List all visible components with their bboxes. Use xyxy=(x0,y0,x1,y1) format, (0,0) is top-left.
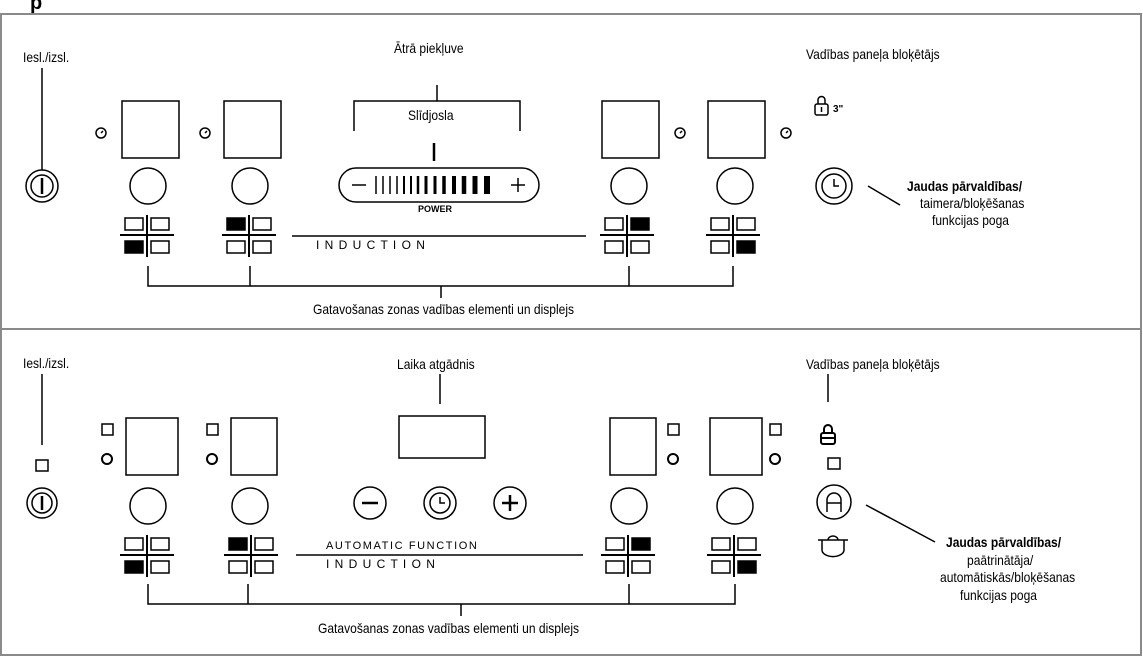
heat-leader-2 xyxy=(865,504,936,543)
clock-button-icon xyxy=(423,486,457,520)
timer-icon xyxy=(95,127,107,139)
slider-ticks xyxy=(352,176,525,194)
top-on-off-label: Iesl./izsl. xyxy=(23,49,70,65)
zone-2-display-b xyxy=(206,417,278,476)
top-heat-line3: funkcijas poga xyxy=(932,212,1009,228)
quick-access-label: Ātrā piekļuve xyxy=(394,40,464,56)
bottom-heat-line3: automātiskās/bloķēšanas xyxy=(940,569,1076,585)
zone-1-display xyxy=(95,100,180,159)
zone-grid-2-icon-b xyxy=(224,535,278,577)
zone-3-display-b xyxy=(609,417,680,476)
automatic-function-label: AUTOMATIC FUNCTION xyxy=(326,540,479,552)
zone-1-button xyxy=(129,167,167,205)
top-induction-label: I N D U C T I O N xyxy=(316,238,426,252)
zone-4-button xyxy=(716,167,754,205)
zone-grid-3-icon-b xyxy=(601,535,655,577)
zone-3-button-b xyxy=(610,487,648,525)
power-button-icon-2 xyxy=(26,487,58,519)
power-button-icon xyxy=(25,169,59,203)
zone-2-button xyxy=(231,167,269,205)
lock-indicator xyxy=(827,457,841,470)
zones-bracket-2 xyxy=(147,584,736,616)
top-lock-label: Vadības paneļa bloķētājs xyxy=(806,46,940,62)
slider-bar xyxy=(338,167,540,203)
reminder-label: Laika atgādnis xyxy=(397,356,475,372)
header-title: p xyxy=(30,0,43,14)
zone-grid-1-icon xyxy=(120,215,174,257)
bottom-heat-line2: paātrinātāja/ xyxy=(967,552,1034,568)
top-panel xyxy=(25,68,901,298)
boost-auto-button-icon xyxy=(816,484,852,520)
zone-grid-4-icon-b xyxy=(707,535,761,577)
zone-1-button-b xyxy=(129,487,167,525)
zone-2-display xyxy=(199,100,282,159)
reminder-display xyxy=(398,415,486,459)
bottom-induction-label: I N D U C T I O N xyxy=(326,557,436,571)
bottom-lock-label: Vadības paneļa bloķētājs xyxy=(806,356,940,372)
heat-timer-button-icon xyxy=(815,167,853,205)
zone-1-display-b xyxy=(101,417,179,476)
zone-4-button-b xyxy=(716,487,754,525)
lock-icon-2 xyxy=(820,424,836,445)
timer-icon xyxy=(667,453,679,465)
zone-3-button xyxy=(610,167,648,205)
power-label: POWER xyxy=(418,204,453,214)
zone-4-display-b xyxy=(709,417,782,476)
timer-icon xyxy=(199,127,211,139)
bottom-heat-title: Jaudas pārvaldības/ xyxy=(946,534,1062,550)
bottom-heat-line4: funkcijas poga xyxy=(960,587,1037,603)
timer-icon xyxy=(769,453,781,465)
zone-grid-4-icon xyxy=(706,215,760,257)
bottom-on-off-label: Iesl./izsl. xyxy=(23,355,70,371)
top-heat-title: Jaudas pārvaldības/ xyxy=(907,178,1023,194)
pot-icon xyxy=(818,535,848,558)
minus-button-icon xyxy=(353,486,387,520)
on-off-indicator xyxy=(35,459,49,472)
bottom-panel xyxy=(26,374,936,616)
top-heat-line2: taimera/bloķēšanas xyxy=(920,195,1025,211)
timer-icon xyxy=(206,453,218,465)
zone-grid-1-icon-b xyxy=(120,535,174,577)
zone-grid-2-icon xyxy=(222,215,276,257)
lock-time-label: 3" xyxy=(833,104,844,115)
lock-icon xyxy=(814,95,829,116)
top-zones-caption: Gatavošanas zonas vadības elementi un di… xyxy=(313,301,575,317)
zone-2-button-b xyxy=(231,487,269,525)
zone-3-display xyxy=(601,100,686,159)
slider-label: Slīdjosla xyxy=(408,107,454,123)
heat-leader xyxy=(867,185,901,206)
diagram-frame xyxy=(0,13,1142,656)
zone-4-display xyxy=(707,100,792,159)
bottom-zones-caption: Gatavošanas zonas vadības elementi un di… xyxy=(318,620,580,636)
zones-bracket xyxy=(147,266,734,298)
zone-grid-3-icon xyxy=(600,215,654,257)
timer-icon xyxy=(101,453,113,465)
plus-button-icon xyxy=(493,486,527,520)
timer-icon xyxy=(780,127,792,139)
timer-icon xyxy=(674,127,686,139)
